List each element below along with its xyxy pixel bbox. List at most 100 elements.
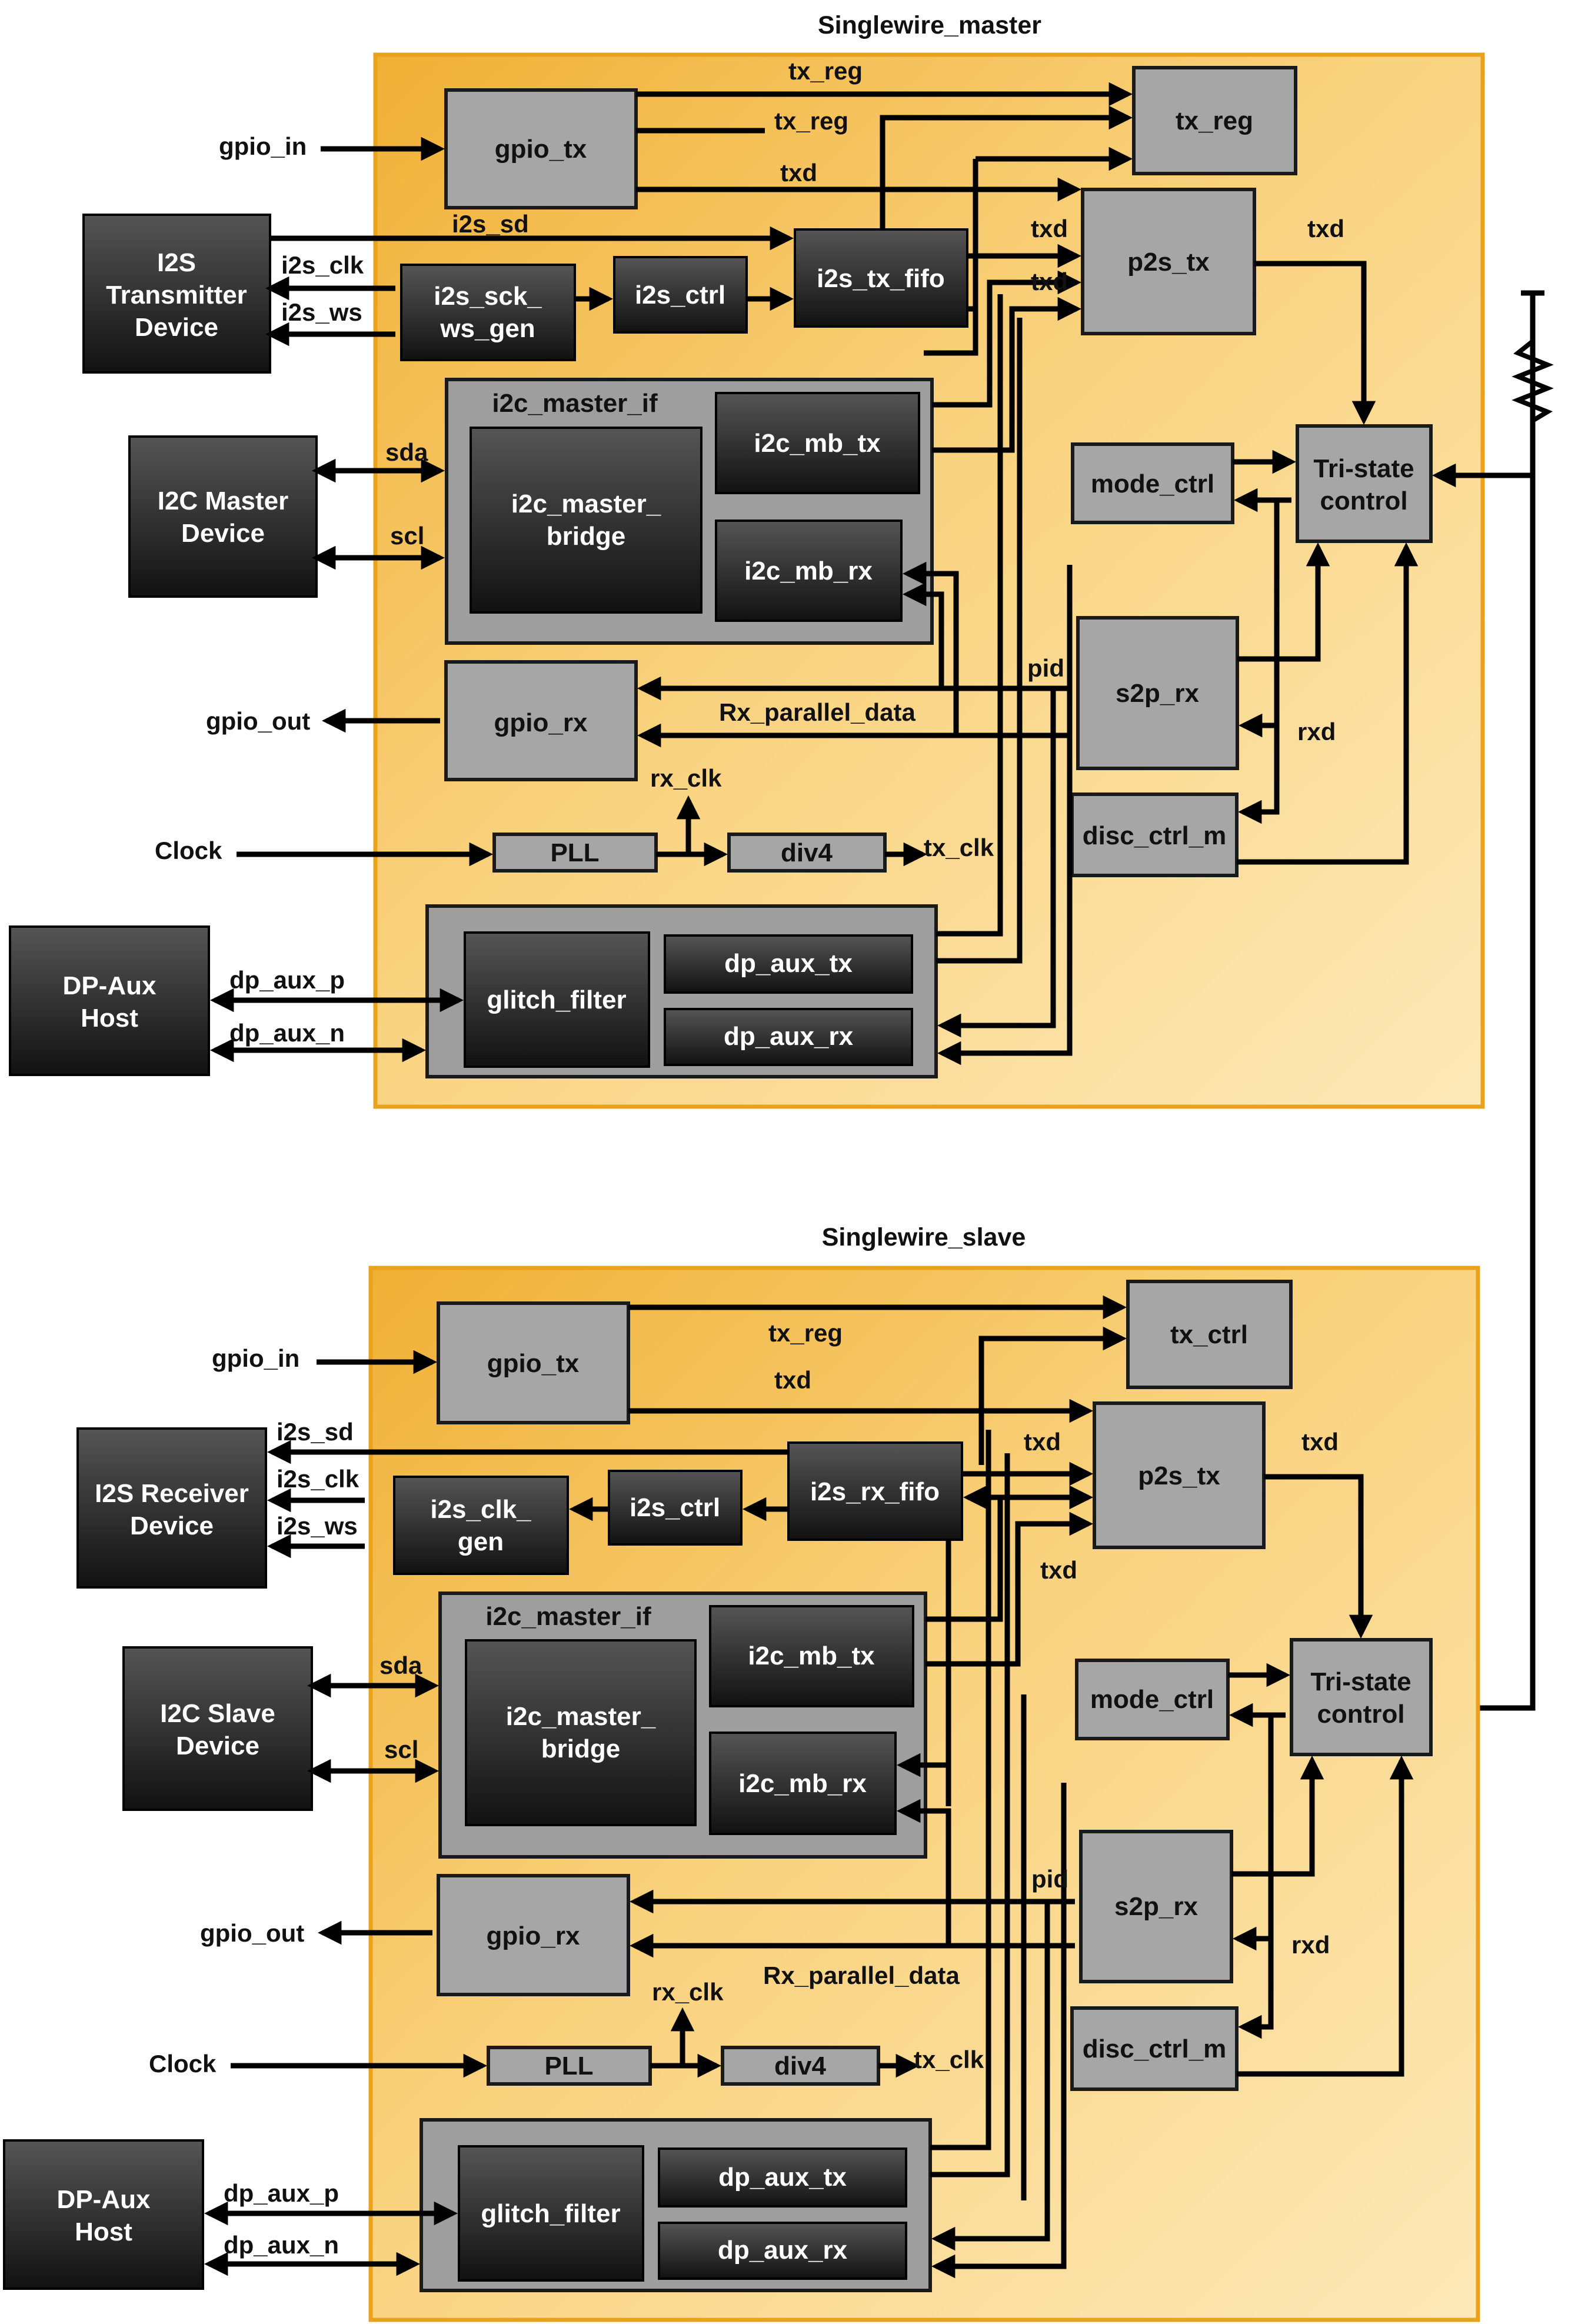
slave-i2c-mb-tx-label: i2c_mb_tx (748, 1642, 875, 1670)
slave-signal-gpio-out: gpio_out (200, 1919, 304, 1947)
master-signal-pid: pid (1027, 654, 1064, 682)
slave-tristate-label-2: control (1317, 1700, 1404, 1729)
slave-tristate-label-1: Tri-state (1310, 1667, 1411, 1696)
slave-dp-aux-rx-block: dp_aux_rx (658, 2222, 907, 2280)
slave-signal-labels: gpio_in tx_reg txd txd txd txd i2s_sd i2… (149, 1319, 1339, 2259)
slave-dp-aux-tx-label: dp_aux_tx (718, 2163, 847, 2192)
slave-p2s-tx-block: p2s_tx (1093, 1401, 1266, 1549)
master-title: Singlewire_master (818, 11, 1041, 39)
master-gpio-tx-label: gpio_tx (495, 135, 587, 164)
master-i2s-device-label-3: Device (135, 313, 218, 342)
master-p2s-tx-label: p2s_tx (1127, 248, 1210, 277)
master-i2c-mb-tx-block: i2c_mb_tx (715, 392, 920, 494)
slave-signal-i2s-sd: i2s_sd (277, 1418, 354, 1446)
master-signal-txd-b: txd (1031, 215, 1068, 242)
master-signal-dp-aux-n: dp_aux_n (229, 1019, 345, 1047)
master-i2c-device-label-1: I2C Master (158, 487, 289, 515)
slave-i2c-master-if-label: i2c_master_if (485, 1602, 651, 1631)
master-pll-label: PLL (550, 838, 599, 867)
slave-p2s-tx-label: p2s_tx (1138, 1461, 1220, 1490)
master-signal-tx-reg-a: tx_reg (788, 57, 863, 85)
slave-signal-gpio-in: gpio_in (212, 1344, 299, 1372)
slave-signal-sda: sda (379, 1652, 422, 1679)
master-glitch-filter-label: glitch_filter (487, 985, 626, 1014)
slave-i2c-mb-rx-label: i2c_mb_rx (738, 1769, 867, 1798)
slave-mode-ctrl-block: mode_ctrl (1075, 1659, 1230, 1740)
master-signal-dp-aux-p: dp_aux_p (229, 966, 345, 994)
master-signal-labels: gpio_in tx_reg tx_reg txd txd txd txd i2… (155, 57, 1344, 1047)
master-div4-label: div4 (781, 838, 833, 867)
master-s2p-rx-label: s2p_rx (1116, 679, 1199, 708)
master-i2s-device-label-2: Transmitter (106, 281, 247, 309)
slave-signal-txd-c: txd (1040, 1556, 1077, 1584)
slave-gpio-rx-block: gpio_rx (437, 1874, 630, 1996)
slave-i2c-slave-device: I2C Slave Device (122, 1646, 313, 1811)
slave-disc-ctrl-m-block: disc_ctrl_m (1070, 2006, 1239, 2091)
slave-disc-ctrl-m-label: disc_ctrl_m (1083, 2035, 1227, 2063)
slave-signal-txd-out: txd (1301, 1428, 1339, 1456)
slave-signal-pid: pid (1031, 1865, 1068, 1893)
slave-i2c-mb-tx-block: i2c_mb_tx (709, 1605, 914, 1707)
slave-signal-clock: Clock (149, 2050, 217, 2077)
slave-s2p-rx-label: s2p_rx (1114, 1892, 1198, 1921)
master-dp-aux-rx-label: dp_aux_rx (724, 1022, 854, 1051)
master-dp-aux-rx-block: dp_aux_rx (664, 1008, 913, 1066)
slave-signal-i2s-ws: i2s_ws (277, 1512, 358, 1540)
master-i2s-ctrl-block: i2s_ctrl (613, 256, 748, 334)
slave-i2c-mb-rx-block: i2c_mb_rx (709, 1732, 897, 1835)
master-i2s-sck-ws-gen-label-1: i2s_sck_ (434, 282, 542, 311)
slave-div4-label: div4 (774, 2052, 827, 2080)
slave-wires (204, 1295, 1414, 2279)
master-p2s-tx-block: p2s_tx (1081, 188, 1256, 335)
slave-i2c-master-if-group: i2c_master_if i2c_master_ bridge i2c_mb_… (438, 1591, 927, 1859)
master-dp-aux-tx-block: dp_aux_tx (664, 934, 913, 994)
master-signal-txd-a: txd (780, 159, 817, 187)
master-i2s-tx-fifo-label: i2s_tx_fifo (817, 264, 945, 293)
slave-gpio-rx-label: gpio_rx (487, 1922, 580, 1950)
master-gpio-tx-block: gpio_tx (444, 88, 638, 209)
slave-i2s-clk-gen-block: i2s_clk_ gen (393, 1476, 569, 1575)
master-signal-gpio-out: gpio_out (206, 707, 310, 735)
slave-signal-scl: scl (384, 1736, 418, 1763)
master-i2c-master-if-label: i2c_master_if (492, 389, 658, 418)
master-i2c-mb-rx-label: i2c_mb_rx (744, 557, 873, 585)
master-tristate-label-2: control (1320, 487, 1407, 515)
master-dp-host-label-1: DP-Aux (63, 971, 157, 1000)
master-i2c-mb-tx-label: i2c_mb_tx (754, 429, 881, 458)
master-i2c-device-label-2: Device (181, 519, 265, 548)
slave-dp-host-label-2: Host (75, 2218, 132, 2246)
master-gpio-rx-label: gpio_rx (494, 708, 588, 737)
slave-signal-rxd: rxd (1291, 1931, 1330, 1959)
master-signal-gpio-in: gpio_in (219, 132, 307, 160)
master-i2s-sck-ws-gen-label-2: ws_gen (440, 314, 535, 343)
slave-glitch-filter-label: glitch_filter (481, 2199, 620, 2228)
master-signal-rx-clk: rx_clk (650, 764, 722, 792)
master-mode-ctrl-label: mode_ctrl (1091, 470, 1214, 498)
slave-signal-rx-parallel-data: Rx_parallel_data (763, 1962, 960, 1989)
master-tristate-label-1: Tri-state (1313, 454, 1414, 483)
master-dp-aux-host: DP-Aux Host (9, 925, 210, 1076)
master-signal-tx-reg-b: tx_reg (774, 107, 848, 135)
master-signal-txd-c: txd (1031, 268, 1068, 295)
slave-i2s-ctrl-label: i2s_ctrl (630, 1493, 720, 1522)
slave-i2c-master-bridge-label-2: bridge (541, 1734, 620, 1763)
master-signal-clock: Clock (155, 837, 222, 864)
slave-pll-label: PLL (544, 2052, 593, 2080)
master-div4-block: div4 (727, 833, 887, 873)
master-i2c-master-device: I2C Master Device (128, 435, 318, 598)
slave-dp-aux-host: DP-Aux Host (3, 2139, 204, 2290)
master-disc-ctrl-m-label: disc_ctrl_m (1083, 821, 1227, 850)
master-tx-reg-block: tx_reg (1132, 66, 1297, 175)
master-signal-rxd: rxd (1297, 718, 1336, 745)
master-dp-aux-group: glitch_filter dp_aux_tx dp_aux_rx (425, 904, 938, 1078)
master-i2s-tx-fifo-block: i2s_tx_fifo (794, 228, 968, 328)
master-mode-ctrl-block: mode_ctrl (1071, 442, 1234, 524)
master-i2s-device-label-1: I2S (157, 248, 196, 277)
slave-signal-i2s-clk: i2s_clk (277, 1465, 359, 1493)
slave-signal-txd-b: txd (1024, 1428, 1061, 1456)
slave-i2s-rx-fifo-label: i2s_rx_fifo (810, 1477, 940, 1506)
slave-title: Singlewire_slave (822, 1223, 1026, 1251)
slave-gpio-tx-label: gpio_tx (487, 1349, 580, 1378)
master-signal-rx-parallel-data: Rx_parallel_data (719, 698, 915, 726)
